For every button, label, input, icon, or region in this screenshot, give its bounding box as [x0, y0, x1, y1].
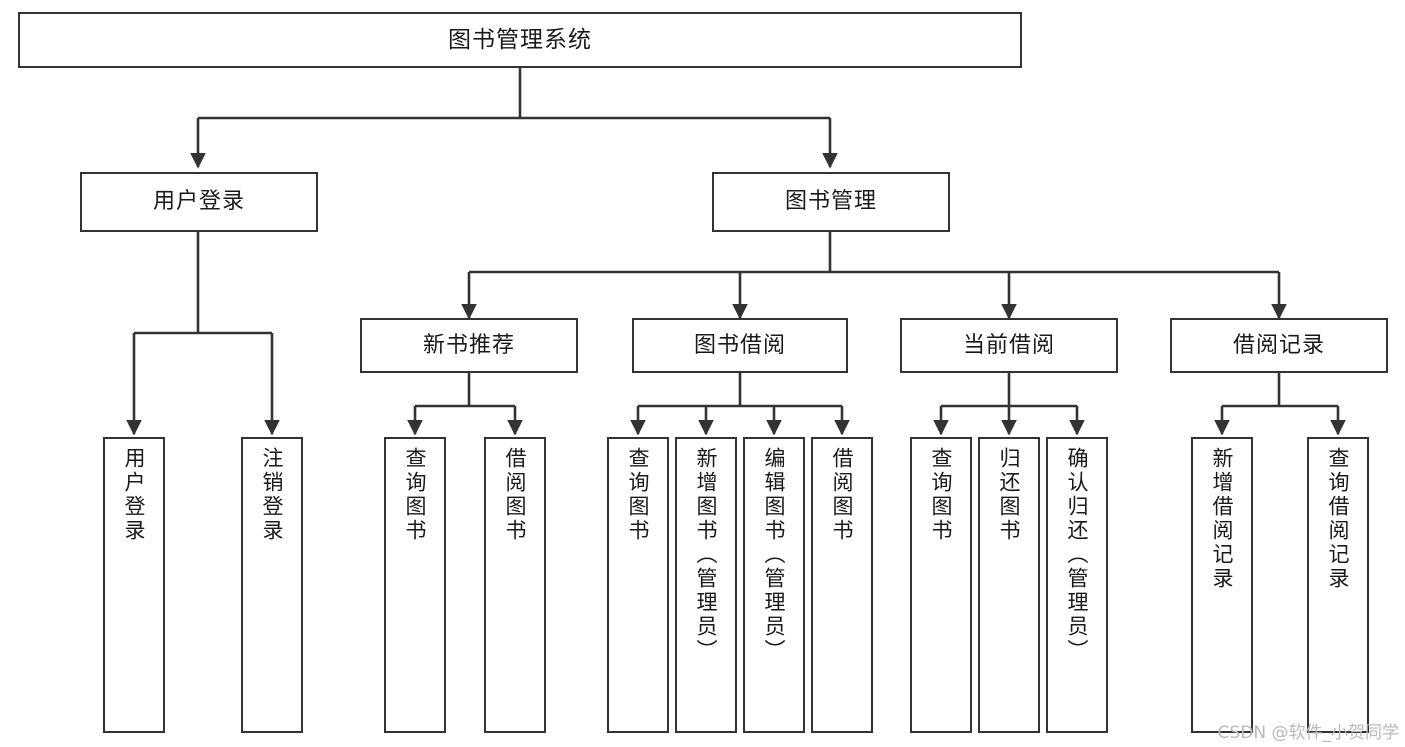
node-user-login[interactable]: 用户登录 [80, 172, 318, 232]
leaf-user-logout[interactable]: 注销登录 [241, 437, 303, 733]
node-label: 图书借阅 [693, 332, 786, 358]
leaf-current-confirm-return[interactable]: 确认归还（管理员） [1046, 437, 1108, 733]
leaf-record-add[interactable]: 新增借阅记录 [1191, 437, 1253, 733]
node-current-borrow[interactable]: 当前借阅 [900, 318, 1118, 373]
node-new-book-recommend[interactable]: 新书推荐 [360, 318, 578, 373]
leaf-borrow-edit-book[interactable]: 编辑图书（管理员） [743, 437, 805, 733]
leaf-new-book-query[interactable]: 查询图书 [384, 437, 446, 733]
leaf-new-book-borrow[interactable]: 借阅图书 [484, 437, 546, 733]
leaf-current-query-book[interactable]: 查询图书 [910, 437, 972, 733]
node-label: 图书管理系统 [448, 26, 592, 53]
node-label: 图书管理 [784, 189, 877, 215]
leaf-current-return-book[interactable]: 归还图书 [978, 437, 1040, 733]
leaf-borrow-borrow-book[interactable]: 借阅图书 [811, 437, 873, 733]
node-book-management[interactable]: 图书管理 [712, 172, 950, 232]
node-label: 用户登录 [122, 447, 147, 543]
leaf-record-query[interactable]: 查询借阅记录 [1307, 437, 1369, 733]
node-label: 查询图书 [403, 447, 428, 543]
node-label: 查询借阅记录 [1326, 447, 1351, 591]
watermark-text: CSDN @软件_小贺同学 [1217, 723, 1399, 743]
node-label: 查询图书 [626, 447, 651, 543]
node-label: 编辑图书（管理员） [762, 447, 787, 663]
node-label: 查询图书 [929, 447, 954, 543]
node-label: 当前借阅 [962, 332, 1055, 358]
node-label: 确认归还（管理员） [1065, 447, 1090, 663]
node-book-borrow[interactable]: 图书借阅 [632, 318, 848, 373]
leaf-user-login[interactable]: 用户登录 [103, 437, 165, 733]
node-label: 注销登录 [260, 447, 285, 543]
node-label: 借阅记录 [1232, 332, 1325, 358]
node-label: 借阅图书 [503, 447, 528, 543]
node-label: 借阅图书 [830, 447, 855, 543]
leaf-borrow-query-book[interactable]: 查询图书 [607, 437, 669, 733]
node-label: 新增借阅记录 [1210, 447, 1235, 591]
node-borrow-record[interactable]: 借阅记录 [1170, 318, 1388, 373]
node-label: 用户登录 [152, 189, 245, 215]
node-label: 新书推荐 [422, 332, 515, 358]
node-label: 新增图书（管理员） [694, 447, 719, 663]
node-root-system[interactable]: 图书管理系统 [18, 12, 1022, 68]
leaf-borrow-add-book[interactable]: 新增图书（管理员） [675, 437, 737, 733]
node-label: 归还图书 [997, 447, 1022, 543]
